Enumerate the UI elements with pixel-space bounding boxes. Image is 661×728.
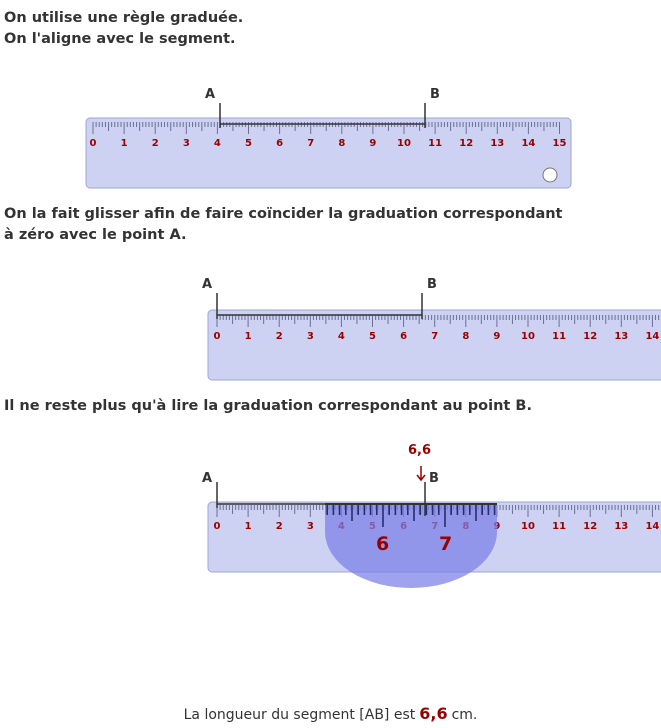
magnified-ticks (326, 505, 496, 527)
conclusion-value: 6,6 (419, 704, 448, 723)
ruler-tick-label: 12 (459, 138, 473, 149)
point-a-label: A (205, 87, 215, 102)
ruler-tick-label: 2 (276, 331, 283, 342)
ruler-body (207, 309, 661, 381)
step-1-line-1: On utilise une règle graduée. (4, 10, 244, 26)
point-a-label: A (202, 471, 212, 486)
ruler-tick-label: 15 (553, 138, 567, 149)
ruler-tick-label: 6 (276, 138, 283, 149)
conclusion-unit: cm. (451, 707, 478, 723)
magnifier: 6 7 (325, 503, 497, 588)
reading-label: 6,6 (408, 443, 431, 458)
ruler-tick-label: 5 (369, 331, 376, 342)
ruler-hole (542, 167, 558, 183)
ruler-tick-label: 0 (214, 521, 221, 532)
ruler-tick-label: 2 (152, 138, 159, 149)
ruler-tick-label: 10 (521, 331, 535, 342)
ruler-tick-label: 3 (307, 521, 314, 532)
magnified-label-6: 6 (376, 533, 389, 555)
ruler-tick-label: 6 (400, 331, 407, 342)
ruler-tick-label: 3 (183, 138, 190, 149)
ruler-tick-label: 0 (90, 138, 97, 149)
ruler-tick-label: 1 (245, 521, 252, 532)
ruler-tick-label: 14 (645, 521, 659, 532)
step-1-line-2: On l'aligne avec le segment. (4, 31, 236, 47)
ruler-body (85, 117, 572, 189)
ruler-tick-label: 8 (338, 138, 345, 149)
point-b-label: B (427, 277, 437, 292)
segment-ab: A B (205, 87, 440, 128)
ruler-tick-label: 11 (552, 331, 566, 342)
point-a-label: A (202, 277, 212, 292)
ruler-tick-label: 2 (276, 521, 283, 532)
ruler-tick-label: 4 (338, 331, 345, 342)
ruler-tick-label: 11 (428, 138, 442, 149)
ruler-tick-label: 9 (493, 331, 500, 342)
magnifier-lens (325, 504, 497, 588)
step-3-text: Il ne reste plus qu'à lire la graduation… (4, 398, 532, 414)
ruler-tick-label: 12 (583, 521, 597, 532)
ruler-tick-label: 10 (397, 138, 411, 149)
point-b-label: B (429, 471, 439, 486)
ruler-tick-label: 13 (490, 138, 504, 149)
ruler-tick-label: 9 (369, 138, 376, 149)
ruler-tick-label: 10 (521, 521, 535, 532)
point-b-label: B (430, 87, 440, 102)
ruler-tick-label: 1 (121, 138, 128, 149)
ruler-tick-label: 11 (552, 521, 566, 532)
reading-arrow-icon (416, 466, 426, 482)
ruler-tick-label: 14 (645, 331, 659, 342)
step-2-text: On la fait glisser afin de faire coïncid… (4, 204, 654, 246)
magnified-label-7: 7 (439, 533, 452, 555)
ruler-tick-label: 3 (307, 331, 314, 342)
ruler-ticks (216, 315, 660, 327)
ruler-tick-label: 0 (214, 331, 221, 342)
ruler-tick-label: 8 (462, 331, 469, 342)
ruler-tick-label: 13 (614, 331, 628, 342)
step-2-line-1: On la fait glisser afin de faire coïncid… (4, 206, 563, 222)
step-2-line-2: à zéro avec le point A. (4, 227, 187, 243)
ruler-tick-label: 4 (214, 138, 221, 149)
ruler-tick-label: 12 (583, 331, 597, 342)
ruler-tick-label: 5 (245, 138, 252, 149)
segment-ab: A B (202, 277, 437, 319)
ruler-tick-label: 13 (614, 521, 628, 532)
ruler-tick-label: 7 (431, 331, 438, 342)
ruler-tick-label: 1 (245, 331, 252, 342)
point-b-reading: B 6,6 (408, 443, 439, 516)
ruler-tick-label: 7 (307, 138, 314, 149)
step-1-text: On utilise une règle graduée. On l'aligne… (4, 8, 243, 50)
conclusion-prefix: La longueur du segment [AB] est (183, 707, 416, 723)
ruler-tick-label: 14 (521, 138, 535, 149)
